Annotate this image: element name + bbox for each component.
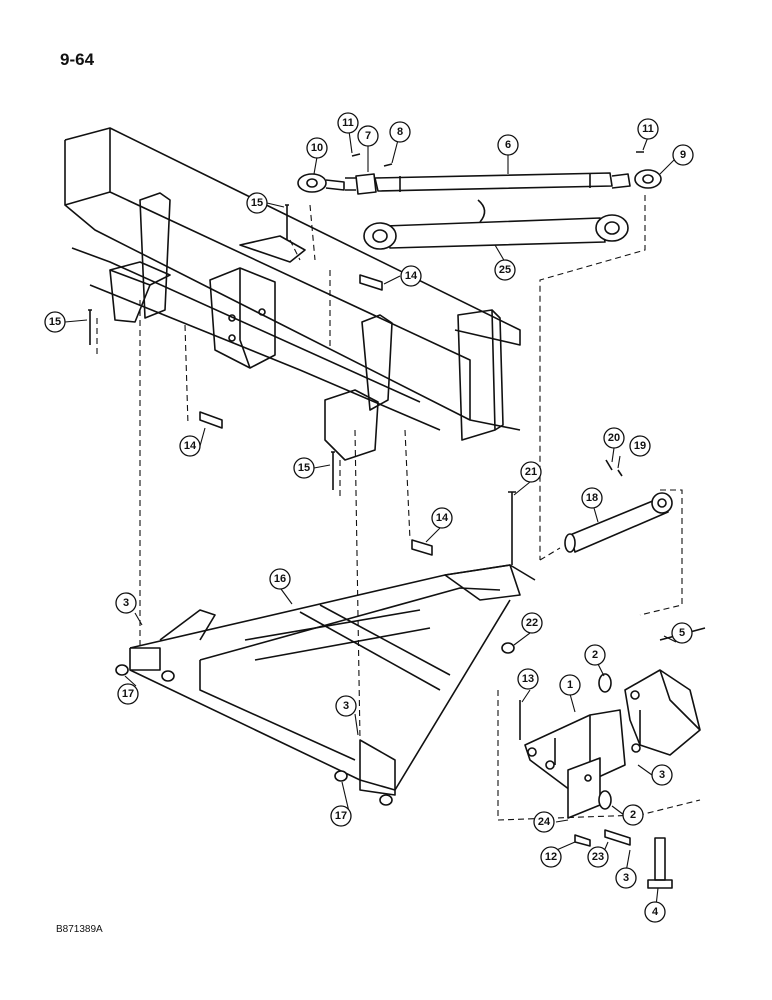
callout-label: 3 (659, 769, 665, 781)
callout-15: 15 (44, 311, 66, 333)
lower-link (539, 459, 683, 616)
callout-7: 7 (357, 125, 379, 147)
callout-19: 19 (629, 435, 651, 457)
callout-label: 6 (505, 139, 511, 151)
callout-25: 25 (494, 259, 516, 281)
callout-9: 9 (672, 144, 694, 166)
top-link (297, 151, 662, 195)
callout-4: 4 (644, 901, 666, 923)
callout-label: 14 (405, 270, 418, 282)
callout-label: 19 (634, 440, 646, 452)
callout-6: 6 (497, 134, 519, 156)
callout-label: 15 (298, 462, 310, 474)
callout-21: 21 (520, 461, 542, 483)
callout-10: 10 (306, 137, 328, 159)
callout-label: 14 (436, 512, 449, 524)
callout-22: 22 (521, 612, 543, 634)
callout-3: 3 (651, 764, 673, 786)
figure-code: B871389A (56, 924, 103, 935)
callout-label: 22 (526, 617, 538, 629)
callout-17: 17 (117, 683, 139, 705)
alignment-lines (96, 195, 646, 741)
alternate-top-link (363, 199, 629, 250)
callout-15: 15 (246, 192, 268, 214)
callout-15: 15 (293, 457, 315, 479)
callout-label: 11 (342, 117, 354, 129)
callout-3: 3 (335, 695, 357, 717)
callout-label: 12 (545, 851, 557, 863)
callout-5: 5 (671, 622, 693, 644)
callout-label: 3 (623, 872, 629, 884)
callout-label: 11 (642, 123, 654, 135)
callout-label: 4 (652, 906, 659, 918)
callout-label: 24 (538, 816, 551, 828)
callout-18: 18 (581, 487, 603, 509)
hitch-bracket (497, 627, 706, 889)
callout-label: 2 (630, 809, 636, 821)
callout-14: 14 (431, 507, 453, 529)
callout-label: 7 (365, 130, 371, 142)
callout-16: 16 (269, 568, 291, 590)
callout-label: 21 (525, 466, 537, 478)
callout-13: 13 (517, 668, 539, 690)
callout-label: 15 (49, 316, 61, 328)
callout-11: 11 (637, 118, 659, 140)
callout-label: 18 (586, 492, 598, 504)
callout-17: 17 (330, 805, 352, 827)
page-number: 9-64 (60, 50, 95, 69)
callout-label: 14 (184, 440, 197, 452)
callout-1: 1 (559, 674, 581, 696)
callout-label: 5 (679, 627, 685, 639)
callout-23: 23 (587, 846, 609, 868)
callout-label: 23 (592, 851, 604, 863)
a-frame-drawbar (115, 564, 536, 806)
callout-label: 10 (311, 142, 323, 154)
callout-label: 13 (522, 673, 534, 685)
callout-11: 11 (337, 112, 359, 134)
callout-12: 12 (540, 846, 562, 868)
callouts: 11 7 8 6 11 9 10 15 25 14 15 14 15 20 19… (44, 112, 694, 923)
callout-label: 1 (567, 679, 573, 691)
callout-24: 24 (533, 811, 555, 833)
callout-label: 17 (335, 810, 347, 822)
toolbar-frame (64, 127, 521, 461)
callout-3: 3 (615, 867, 637, 889)
callout-label: 3 (343, 700, 349, 712)
callout-label: 25 (499, 264, 511, 276)
callout-label: 2 (592, 649, 598, 661)
callout-20: 20 (603, 427, 625, 449)
callout-2: 2 (584, 644, 606, 666)
callout-label: 17 (122, 688, 134, 700)
callout-label: 15 (251, 197, 263, 209)
callout-label: 9 (680, 149, 686, 161)
callout-2: 2 (622, 804, 644, 826)
callout-8: 8 (389, 121, 411, 143)
callout-label: 8 (397, 126, 403, 138)
pins (88, 204, 516, 565)
callout-label: 3 (123, 597, 129, 609)
callout-label: 20 (608, 432, 620, 444)
callout-3: 3 (115, 592, 137, 614)
callout-14: 14 (400, 265, 422, 287)
callout-14: 14 (179, 435, 201, 457)
callout-label: 16 (274, 573, 286, 585)
